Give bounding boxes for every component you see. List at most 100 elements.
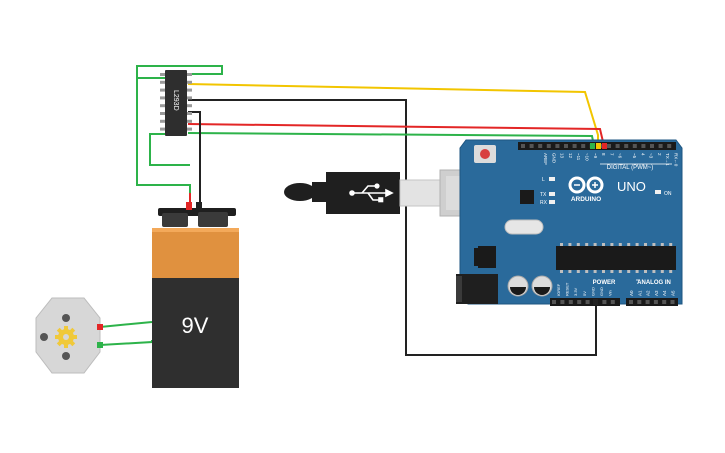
power-header-label: POWER	[593, 280, 616, 286]
mcu-pin	[610, 270, 614, 273]
header-pin-hole[interactable]	[538, 144, 543, 148]
header-pin-hole[interactable]	[552, 300, 556, 304]
analog-pin-label: A2	[646, 290, 651, 296]
header-pin-hole[interactable]	[610, 300, 615, 304]
dc-power-jack	[456, 274, 498, 304]
header-pin-hole[interactable]	[670, 300, 675, 304]
header-pin-hole[interactable]	[560, 300, 565, 304]
header-pin-hole[interactable]	[650, 144, 654, 148]
power-pin-label: GND	[599, 287, 604, 296]
atmega328-chip	[556, 246, 676, 270]
mcu-pin	[560, 243, 563, 246]
wire-green-ic-loop[interactable]	[136, 77, 191, 203]
mcu-pin	[669, 243, 673, 246]
digital-pin-label: 8	[601, 153, 606, 156]
ic-label: L293D	[172, 90, 179, 111]
ic-pin	[186, 80, 192, 84]
header-pin-hole[interactable]	[624, 144, 629, 148]
led-l-label: L	[542, 177, 545, 183]
mcu-pin	[627, 270, 631, 273]
digital-header-label: DIGITAL (PWM~)	[607, 165, 654, 171]
battery-label: 9V	[182, 313, 209, 338]
power-header	[550, 298, 620, 306]
header-pin-hole[interactable]	[529, 144, 534, 148]
mcu-pin	[602, 243, 605, 246]
header-pin-hole[interactable]	[568, 300, 573, 304]
battery-body	[152, 278, 239, 388]
ic-body	[165, 70, 187, 136]
header-pin-hole[interactable]	[615, 144, 620, 148]
ic-pin	[186, 112, 192, 115]
battery-9v[interactable]: 9V	[152, 202, 239, 388]
digital-pin-label: ~10	[585, 153, 590, 161]
on-label: ON	[664, 191, 672, 197]
ic-pin	[160, 88, 166, 92]
battery-terminal-pin	[186, 202, 192, 210]
wires	[99, 65, 605, 356]
wire-green-ic-bottom[interactable]	[149, 133, 190, 166]
wire-red-motor[interactable]	[99, 321, 153, 328]
battery-terminal-negative	[162, 213, 188, 227]
header-pin-hole[interactable]	[607, 144, 611, 148]
ic-pin	[160, 80, 166, 84]
arduino-model: UNO	[617, 179, 646, 194]
wire-yellow-signal[interactable]	[187, 83, 599, 146]
mcu-pin	[652, 243, 656, 246]
wire-black-ground[interactable]	[188, 99, 597, 356]
header-pin-hole[interactable]	[658, 144, 663, 148]
header-pin-hole[interactable]	[602, 300, 607, 304]
power-pin-label: 5V	[582, 291, 587, 296]
ic-pin	[186, 88, 192, 92]
header-pin-hole[interactable]	[585, 300, 590, 304]
digital-pin-label: TX→1	[665, 153, 670, 166]
header-pin-hole[interactable]	[564, 144, 568, 148]
mcu-pin	[593, 243, 597, 246]
mcu-pin	[635, 270, 639, 273]
header-pin-hole[interactable]	[577, 300, 582, 304]
wire-green-ic-top[interactable]	[136, 65, 223, 80]
digital-pin-label: 13	[560, 153, 565, 159]
header-pin-hole[interactable]	[637, 300, 642, 304]
l293d-chip[interactable]: L293D	[160, 70, 192, 136]
digital-pin-label: 2	[657, 153, 662, 156]
digital-pin-label: GND	[551, 153, 556, 164]
header-pin-hole[interactable]	[662, 300, 667, 304]
header-pin-hole[interactable]	[521, 144, 525, 148]
mcu-pin	[593, 270, 597, 273]
header-pin-hole[interactable]	[581, 144, 586, 148]
header-pin-hole[interactable]	[645, 300, 650, 304]
ic-pin	[160, 104, 166, 108]
arduino-brand: ARDUINO	[571, 196, 601, 203]
ic-pin	[186, 119, 192, 123]
header-pin-hole[interactable]	[653, 300, 658, 304]
mcu-pin	[660, 243, 664, 246]
digital-pin-label: ~6	[618, 153, 623, 159]
mcu-pin	[627, 243, 631, 246]
mcu-pin	[568, 243, 572, 246]
capacitor-2	[531, 275, 553, 297]
usb-interface-chip	[520, 190, 534, 204]
led-tx-label: TX	[540, 192, 547, 198]
header-pin-hole[interactable]	[546, 144, 551, 148]
ic-pins-left	[160, 73, 166, 131]
mcu-pin	[585, 243, 589, 246]
analog-pin-label: A4	[662, 290, 667, 296]
header-pin-hole[interactable]	[629, 300, 633, 304]
wire-green-motor[interactable]	[99, 340, 153, 346]
header-pin-hole[interactable]	[555, 144, 560, 148]
usb-trident-icon	[349, 183, 394, 203]
header-pin-hole[interactable]	[641, 144, 646, 148]
header-pin-hole[interactable]	[632, 144, 637, 148]
header-pin-hole[interactable]	[667, 144, 672, 148]
dc-motor[interactable]	[35, 297, 103, 374]
header-pin-hole[interactable]	[572, 144, 577, 148]
digital-pin-label: 12	[568, 153, 573, 159]
usb-plug-metal	[399, 179, 441, 207]
ic-pin	[160, 112, 166, 115]
digital-pin-label: AREF	[543, 153, 548, 165]
analog-pin-label: A1	[637, 290, 642, 296]
analog-header-label: ANALOG IN	[637, 280, 671, 286]
mcu-pin	[618, 270, 622, 273]
